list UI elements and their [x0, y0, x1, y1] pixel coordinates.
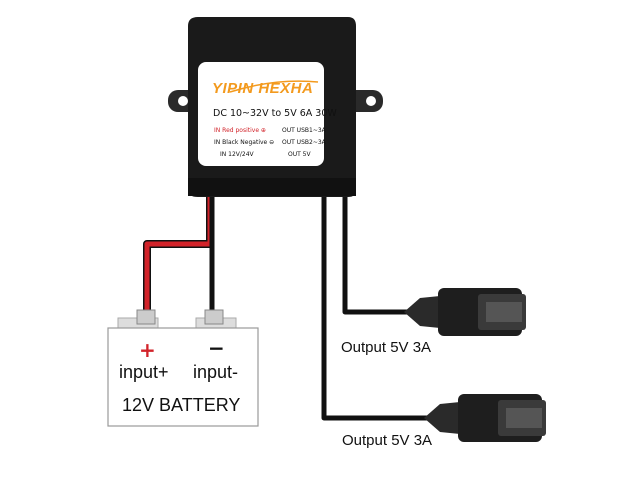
battery [107, 309, 259, 427]
in-black-label: IN Black Negative ⊖ [214, 139, 275, 146]
converter-module [168, 17, 383, 197]
out-usb2-label: OUT USB2~3A [282, 139, 326, 146]
output-label-1: Output 5V 3A [341, 339, 432, 356]
usb-connector-1 [404, 288, 526, 336]
input-plus-label: input+ [119, 362, 169, 382]
out-5v-label: OUT 5V [288, 151, 311, 158]
battery-plus-symbol: + [139, 338, 156, 362]
out-usb1-label: OUT USB1~3A [282, 127, 326, 134]
battery-minus-symbol: − [208, 336, 225, 360]
in-voltage-label: IN 12V/24V [220, 151, 254, 158]
positive-wire [143, 194, 214, 318]
output-wire-2 [321, 194, 440, 421]
brand-logo-text: YIPIN HEXHA [212, 80, 314, 97]
spec-text: DC 10~32V to 5V 6A 30W [213, 108, 337, 119]
in-red-label: IN Red positive ⊕ [214, 127, 266, 134]
output-label-2: Output 5V 3A [342, 432, 433, 449]
usb-connector-2 [424, 394, 546, 442]
output-wire-1 [342, 194, 420, 315]
input-minus-label: input- [193, 362, 239, 382]
positive-wire-core [144, 194, 213, 318]
battery-name: 12V BATTERY [122, 395, 241, 415]
